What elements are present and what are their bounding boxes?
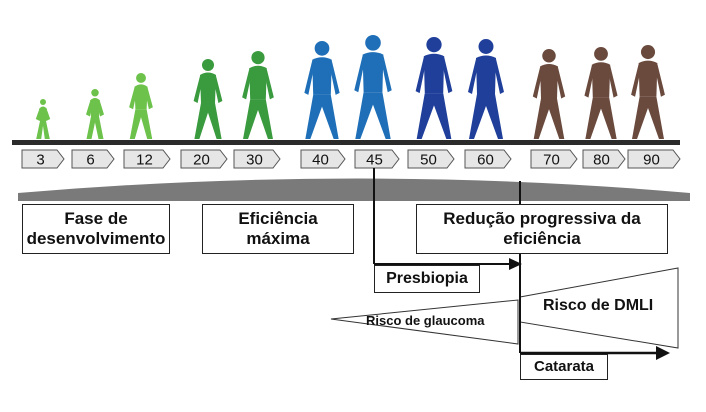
presbyopia-label-box: Presbiopia <box>374 265 480 293</box>
person-silhouette <box>86 89 104 139</box>
max-efficiency-line2: máxima <box>246 229 310 248</box>
glaucoma-risk-wedge <box>330 299 519 345</box>
progressive-reduction-line2: eficiência <box>503 229 581 248</box>
age-tag <box>71 149 115 169</box>
age-tag <box>407 149 455 169</box>
person-silhouette <box>584 47 618 139</box>
age-tags: 3 6 12 20 30 40 45 50 60 70 80 90 <box>21 149 681 169</box>
age-tag <box>582 149 626 169</box>
age-tag-label: 40 <box>312 152 329 169</box>
cataract-label-box: Catarata <box>520 354 608 380</box>
person-silhouette <box>304 41 340 139</box>
cataract-arrowhead <box>656 346 670 360</box>
age-tag-label: 3 <box>36 152 44 169</box>
age-tag <box>180 149 228 169</box>
age-tag-label: 12 <box>136 152 153 169</box>
person-silhouette <box>242 51 274 139</box>
person-silhouette <box>532 49 566 139</box>
amd-risk-label: Risco de DMLI <box>543 297 654 314</box>
person-silhouette <box>35 99 51 139</box>
person-silhouette <box>129 73 153 139</box>
age-tag-label: 80 <box>593 152 610 169</box>
age-tag <box>354 149 400 169</box>
max-efficiency-line1: Eficiência <box>238 209 318 228</box>
person-silhouette <box>354 35 392 139</box>
age-tag <box>627 149 681 169</box>
person-silhouette <box>468 39 504 139</box>
age-tag <box>21 149 65 169</box>
person-silhouette <box>415 37 453 139</box>
presbyopia-arrowhead <box>509 258 522 270</box>
age-tag <box>530 149 578 169</box>
efficiency-curve <box>18 178 690 201</box>
glaucoma-risk-label: Risco de glaucoma <box>366 313 485 328</box>
age-tag-label: 20 <box>193 152 210 169</box>
presbyopia-label: Presbiopia <box>386 270 468 287</box>
age-tag-label: 30 <box>246 152 263 169</box>
age-tag-label: 45 <box>366 152 383 169</box>
cataract-label: Catarata <box>533 358 595 375</box>
age-tag-label: 70 <box>543 152 560 169</box>
age-tag <box>233 149 281 169</box>
people-silhouettes <box>35 35 665 139</box>
age-tag-label: 50 <box>420 152 437 169</box>
development-phase-line2: desenvolvimento <box>26 229 166 248</box>
person-silhouette <box>631 45 665 139</box>
development-phase-line1: Fase de <box>64 209 128 228</box>
age-tag <box>300 149 346 169</box>
age-tag-label: 6 <box>86 152 94 169</box>
age-tag-label: 90 <box>643 152 660 169</box>
person-silhouette <box>193 59 223 139</box>
age-tag <box>123 149 171 169</box>
age-tag-label: 60 <box>477 152 494 169</box>
age-tag <box>464 149 512 169</box>
progressive-reduction-line1: Redução progressiva da <box>443 209 641 228</box>
timeline-bar <box>12 140 680 145</box>
